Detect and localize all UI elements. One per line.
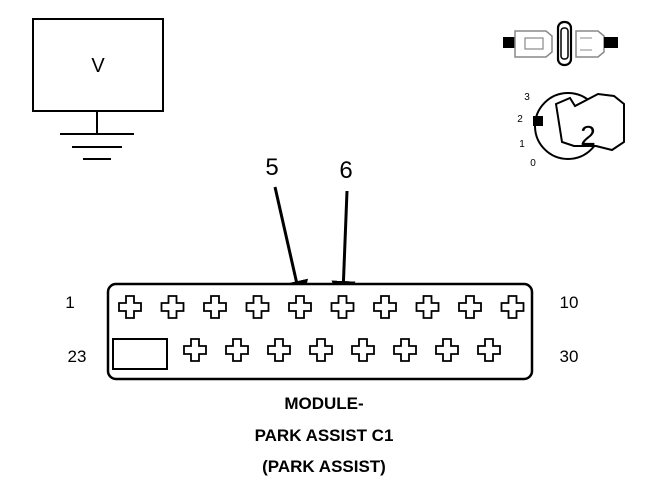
probe-lead-5: 5 [265, 154, 309, 305]
bottom-cavity-8 [477, 338, 501, 362]
pin-label-1: 1 [65, 293, 74, 312]
caption-line-1: MODULE- [284, 394, 364, 413]
bottom-cavity-3 [267, 338, 291, 362]
top-cavity-2 [160, 295, 185, 319]
probe-label-6: 6 [339, 157, 352, 184]
bottom-cavity-7 [435, 338, 459, 362]
top-cavity-9 [458, 295, 482, 319]
bottom-cavity-5 [351, 338, 375, 362]
switch-position-0: 0 [530, 158, 536, 169]
bottom-cavity-1 [183, 338, 207, 362]
top-cavity-1 [118, 295, 142, 319]
voltmeter: V [32, 18, 164, 112]
connector-c1: 1 10 23 30 [65, 282, 579, 381]
top-cavity-3 [203, 295, 227, 319]
probe-label-5: 5 [265, 154, 278, 181]
connector-bottom-row [183, 338, 501, 362]
pin-label-23: 23 [68, 347, 87, 366]
connector-disconnect-icon [503, 20, 618, 67]
caption-line-3: (PARK ASSIST) [262, 457, 386, 476]
switch-selected-position: 2 [580, 120, 596, 151]
top-cavity-4 [245, 295, 270, 319]
top-cavity-6 [330, 295, 355, 319]
connector-blank-cavity [112, 338, 168, 370]
top-cavity-8 [415, 295, 440, 319]
switch-position-marker [533, 116, 543, 126]
voltmeter-box [32, 18, 164, 112]
pin-label-30: 30 [560, 347, 579, 366]
connector-top-row [118, 295, 525, 319]
top-cavity-10 [500, 295, 525, 319]
voltmeter-symbol: V [91, 55, 105, 77]
bottom-cavity-2 [225, 338, 249, 362]
switch-position-2: 2 [517, 114, 523, 125]
switch-position-1: 1 [519, 139, 525, 150]
ground-icon [60, 111, 134, 160]
probe-lead-6: 6 [331, 157, 356, 305]
pin-label-10: 10 [560, 293, 579, 312]
ignition-switch-icon: 3 2 1 0 2 [517, 92, 625, 169]
top-cavity-7 [373, 295, 397, 319]
switch-position-3: 3 [524, 92, 530, 103]
caption-line-2: PARK ASSIST C1 [254, 426, 394, 445]
bottom-cavity-4 [309, 338, 333, 362]
bottom-cavity-6 [393, 338, 417, 362]
top-cavity-5 [288, 295, 312, 319]
